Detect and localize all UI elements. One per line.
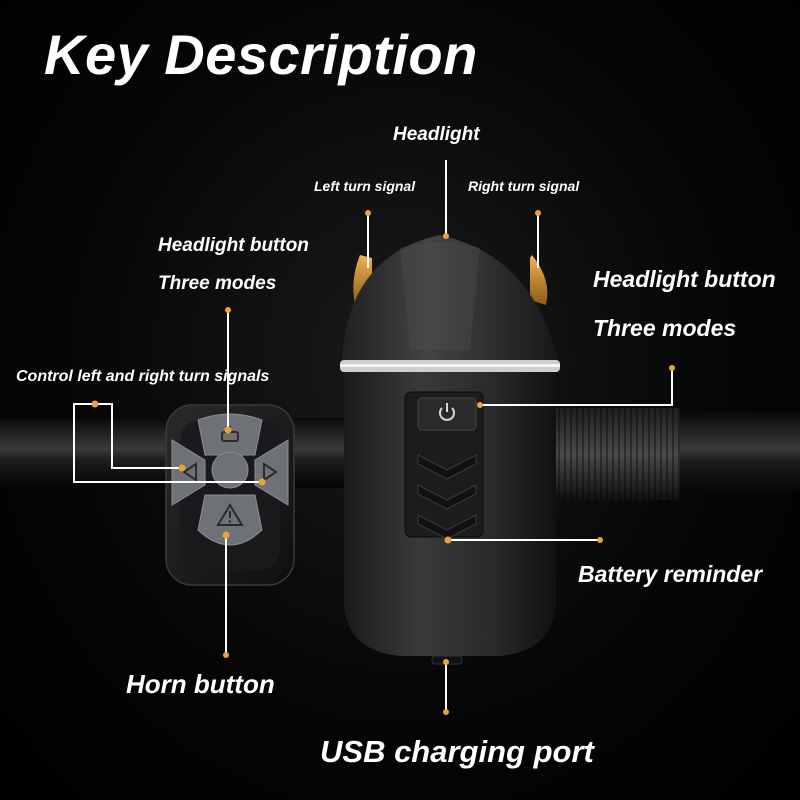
warning-triangle-icon: [216, 503, 244, 526]
label-left-turn-signal: Left turn signal: [314, 178, 416, 194]
arrow-left-icon: [182, 462, 197, 482]
remote-horn-button[interactable]: [197, 494, 263, 546]
label-right-turn-signal: Right turn signal: [468, 178, 580, 194]
right-turn-signal-lens: [530, 255, 548, 305]
headlight-unit: [340, 235, 560, 665]
label-battery-reminder: Battery reminder: [578, 561, 763, 587]
label-lamp-three-modes: Three modes: [593, 315, 737, 341]
lamp-power-button[interactable]: [417, 397, 477, 431]
remote-left-turn-button[interactable]: [171, 439, 206, 506]
callouts: [73, 160, 673, 712]
label-headlight: Headlight: [393, 124, 480, 145]
label-usb-charging-port: USB charging port: [320, 734, 594, 769]
label-horn-button: Horn button: [126, 669, 275, 699]
label-remote-headlight-button: Headlight button: [158, 235, 309, 256]
label-lamp-headlight-button: Headlight button: [593, 266, 776, 292]
callout-dots: [91, 210, 675, 715]
label-remote-three-modes: Three modes: [158, 273, 277, 294]
remote-center-button[interactable]: [211, 451, 249, 489]
battery-indicator: [417, 454, 477, 540]
page-title: Key Description: [44, 23, 478, 86]
label-control-turn-signals: Control left and right turn signals: [16, 368, 270, 385]
remote-headlight-button[interactable]: [197, 413, 263, 456]
arrow-right-icon: [263, 462, 278, 482]
remote-right-turn-button[interactable]: [254, 439, 289, 506]
power-icon: [439, 403, 455, 421]
remote-control: [165, 404, 295, 586]
